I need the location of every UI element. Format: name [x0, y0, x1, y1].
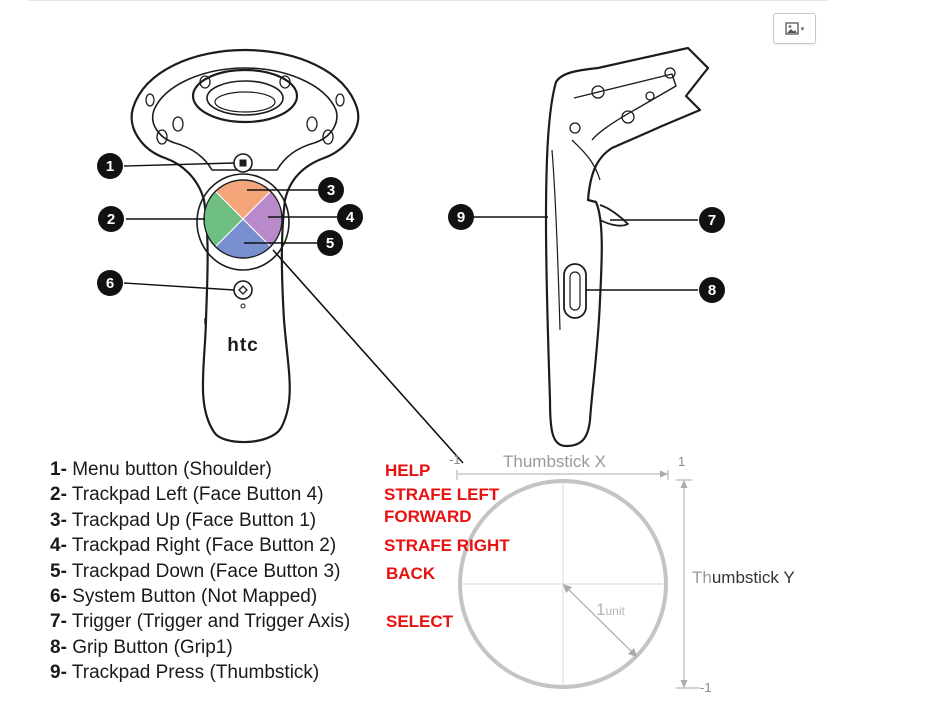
system-button: [233, 280, 253, 300]
thumbstick-diagram: [456, 470, 700, 689]
callout-1: 1: [97, 153, 123, 179]
top-divider: [28, 0, 828, 1]
callout-6: 6: [97, 270, 123, 296]
action-strafe-left-label: STRAFE LEFT: [384, 485, 500, 504]
svg-text:4: 4: [346, 209, 355, 226]
side-controller: [544, 46, 710, 448]
callout-2: 2: [98, 206, 124, 232]
legend-item: 1- Menu button (Shoulder): [50, 459, 272, 480]
callout-4: 4: [337, 204, 363, 230]
legend-item: 6- System Button (Not Mapped): [50, 585, 318, 607]
svg-text:9: 9: [457, 209, 465, 226]
action-forward-label: FORWARD: [384, 507, 472, 526]
radius-label: 1unit: [596, 600, 625, 619]
image-icon: [785, 22, 799, 35]
svg-text:6: 6: [106, 275, 114, 292]
callout-8: 8: [699, 277, 725, 303]
action-back-label: BACK: [386, 564, 436, 583]
svg-text:5: 5: [326, 235, 334, 252]
legend-item: 9- Trackpad Press (Thumbstick): [50, 662, 320, 684]
svg-text:3: 3: [327, 182, 335, 199]
action-select-label: SELECT: [386, 612, 454, 631]
callout-5: 5: [317, 230, 343, 256]
action-help-label: HELP: [385, 461, 431, 480]
button-legend: 1- Menu button (Shoulder) 2- Trackpad Le…: [50, 457, 350, 686]
legend-item: 5- Trackpad Down (Face Button 3): [50, 560, 341, 582]
htc-logo: htc: [227, 335, 259, 356]
chevron-down-icon: ▾: [800, 25, 805, 33]
legend-item: 2- Trackpad Left (Face Button 4): [50, 484, 324, 506]
callout-7: 7: [699, 207, 725, 233]
legend-item: 7- Trigger (Trigger and Trigger Axis): [50, 611, 351, 633]
y-axis-title: Thumbstick Y: [692, 568, 795, 587]
legend-item: 4- Trackpad Right (Face Button 2): [50, 535, 337, 557]
x-axis-title: Thumbstick X: [503, 452, 606, 471]
action-strafe-right-label: STRAFE RIGHT: [384, 536, 510, 555]
legend-item: 8- Grip Button (Grip1): [50, 636, 233, 658]
image-options-button[interactable]: ▾: [773, 13, 816, 44]
svg-text:2: 2: [107, 211, 115, 228]
y-axis-min-label: -1: [700, 680, 712, 695]
svg-text:7: 7: [708, 212, 716, 229]
x-axis-min-label: -1: [449, 452, 461, 467]
x-axis-max-label: 1: [678, 454, 685, 469]
callout-3: 3: [318, 177, 344, 203]
svg-text:1: 1: [106, 158, 114, 175]
front-controller: [130, 48, 360, 444]
svg-text:8: 8: [708, 282, 716, 299]
legend-item: 3- Trackpad Up (Face Button 1): [50, 509, 317, 531]
callout-9: 9: [448, 204, 474, 230]
